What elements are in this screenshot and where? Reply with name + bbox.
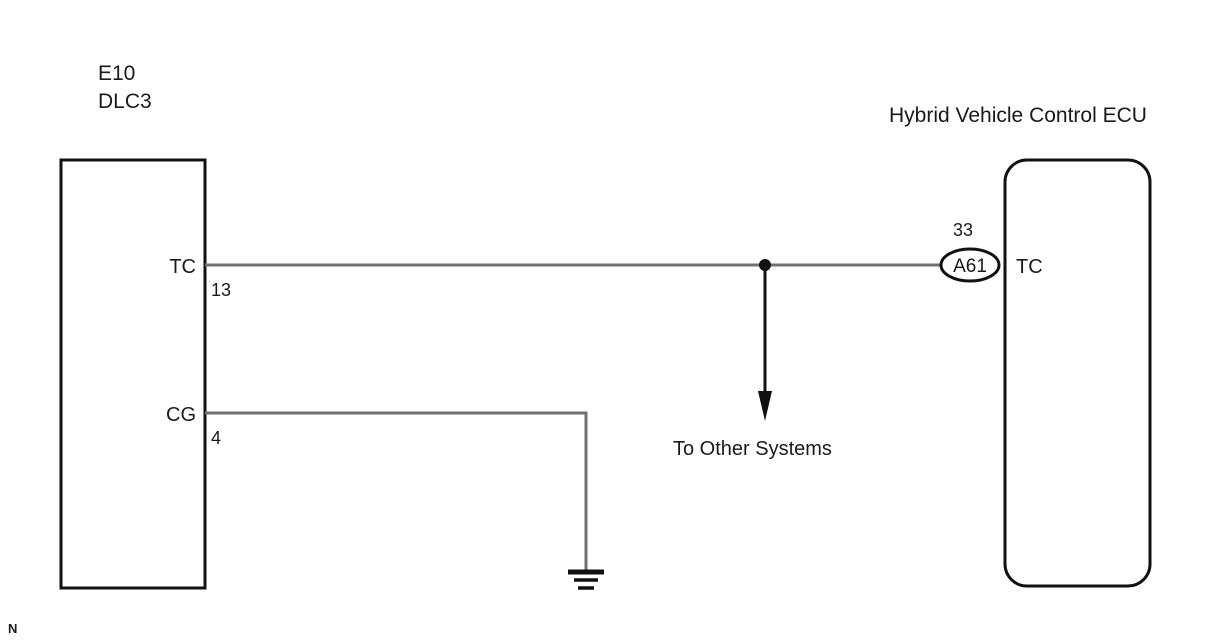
pin-label-tc: TC [169, 256, 196, 278]
pin-label-cg: CG [166, 404, 196, 426]
ecu-pin-number-33: 33 [953, 220, 973, 240]
dlc3-connector-box [59, 158, 207, 590]
ecu-connector-id-label: A61 [953, 256, 987, 277]
wire-cg-to-ground [205, 411, 588, 570]
branch-arrow-icon [758, 391, 772, 421]
ecu-title: Hybrid Vehicle Control ECU [889, 104, 1147, 127]
pin-number-13: 13 [211, 280, 231, 300]
hybrid-vehicle-control-ecu-box [1003, 158, 1152, 588]
left-connector-name-label: DLC3 [98, 90, 152, 113]
page-corner-mark: N [8, 621, 17, 636]
ecu-pin-label-tc: TC [1016, 256, 1043, 278]
ecu-connector-id-oval [939, 247, 1001, 283]
ground-symbol [568, 569, 604, 590]
left-connector-code-label: E10 [98, 62, 135, 85]
pin-number-4: 4 [211, 428, 221, 448]
branch-label: To Other Systems [673, 438, 832, 460]
